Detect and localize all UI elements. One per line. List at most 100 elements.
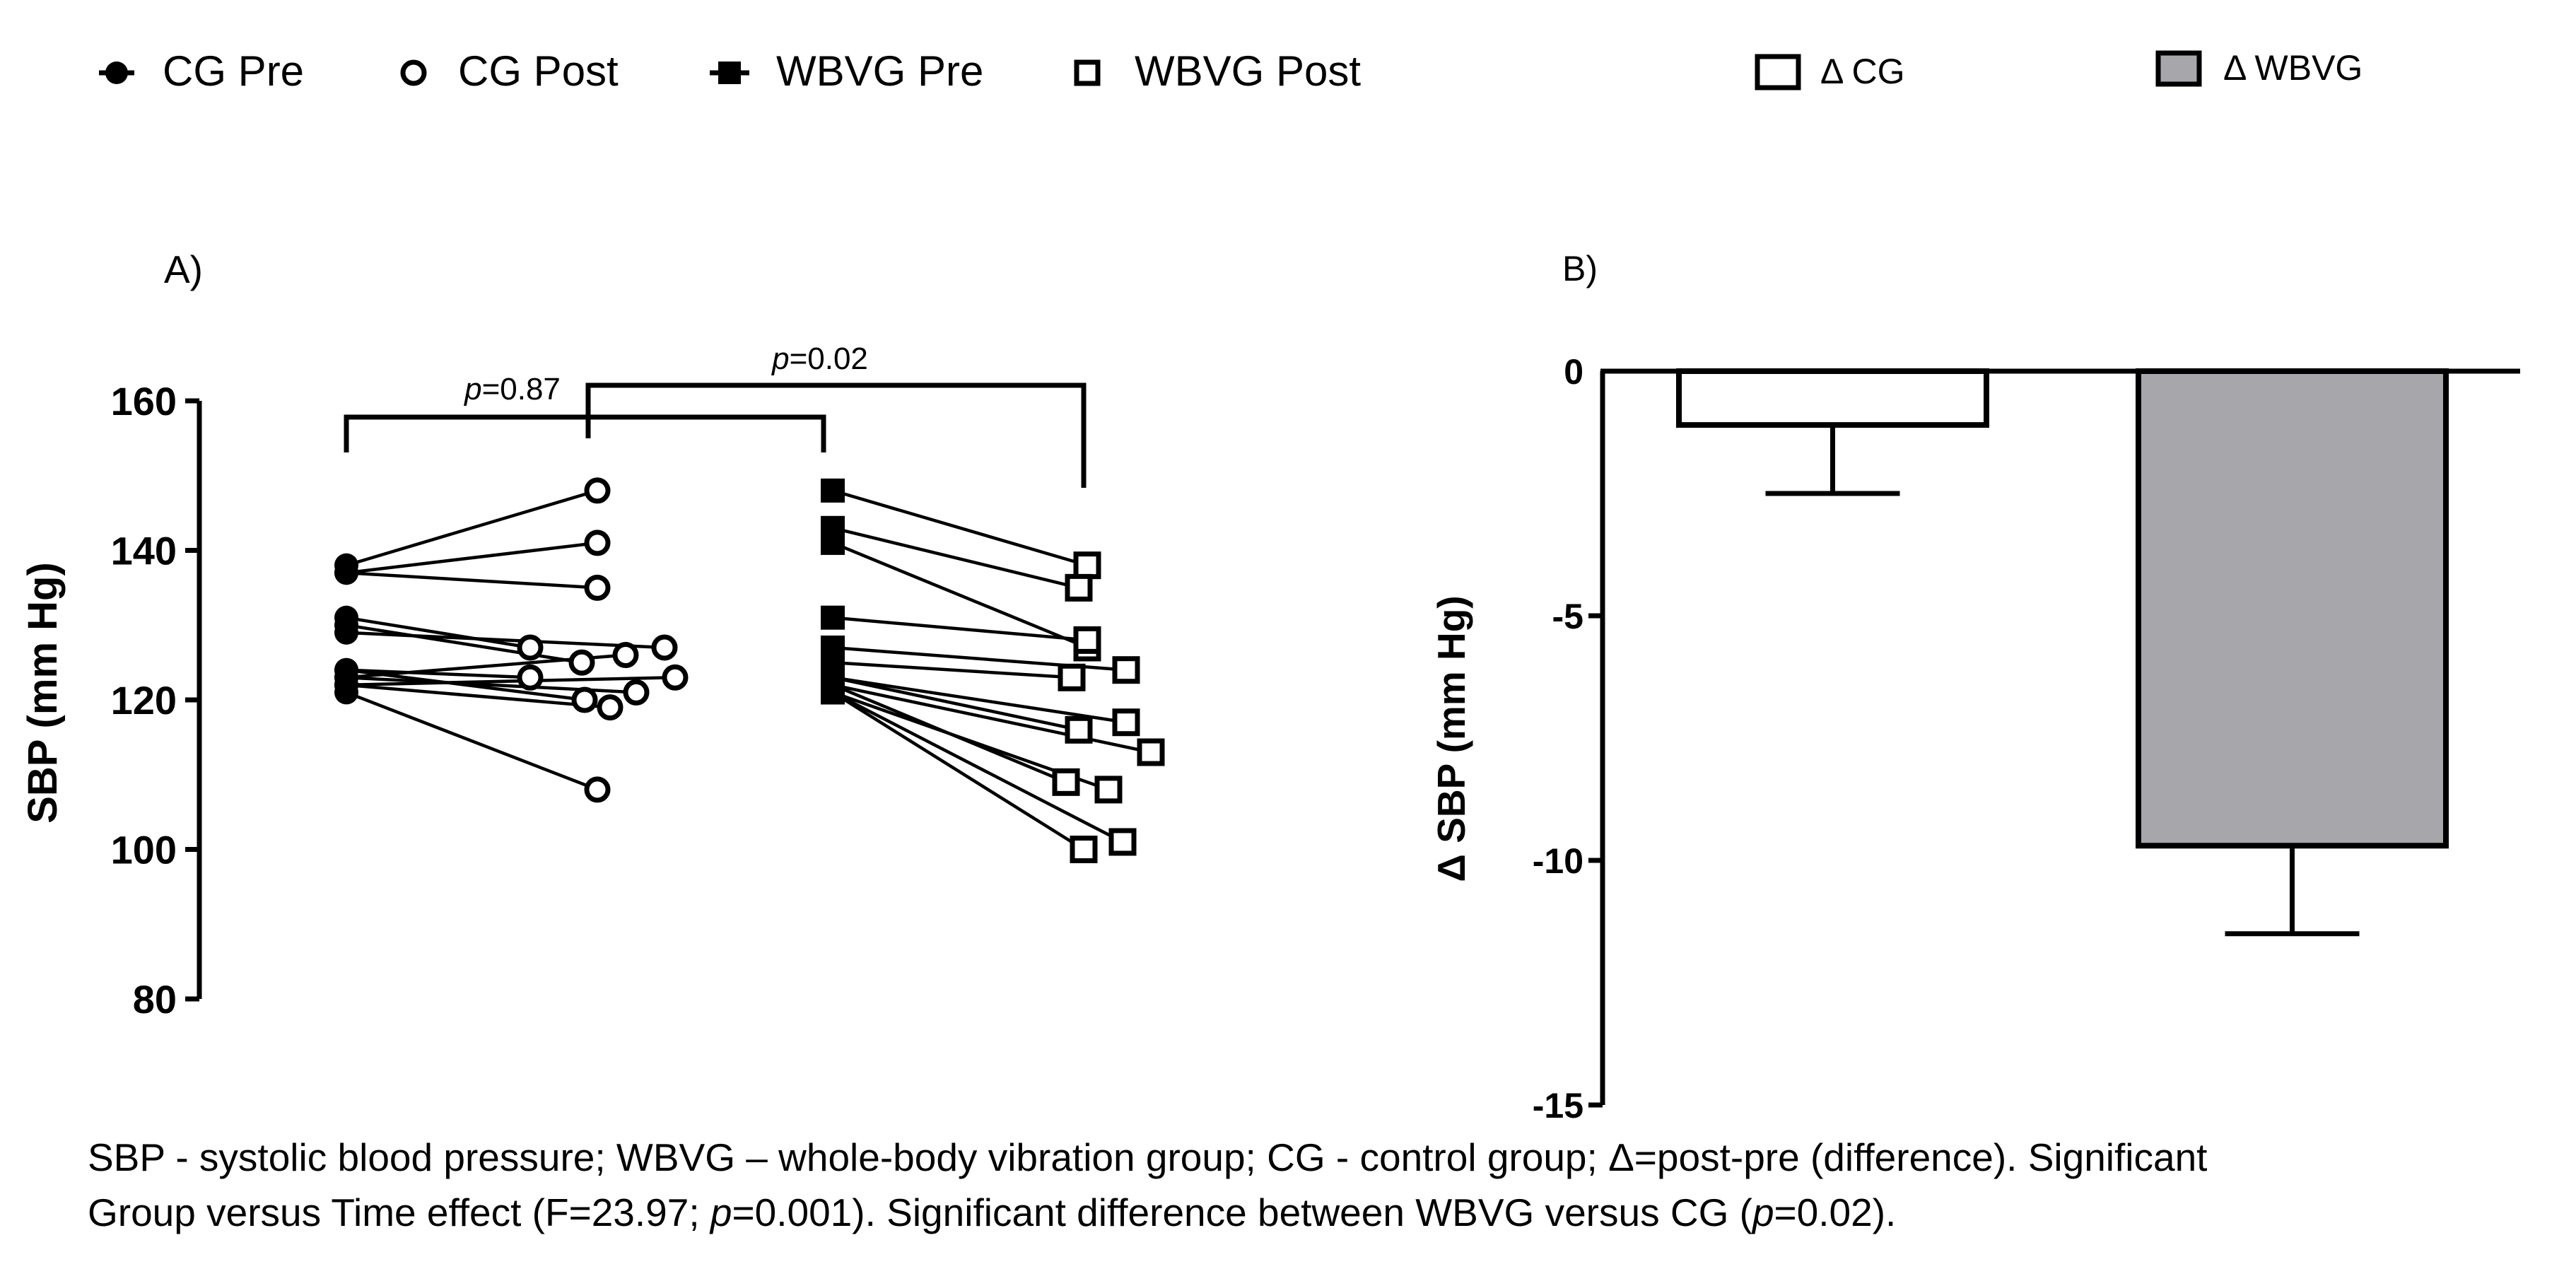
panel-b: B) Δ SBP (mm Hg) 0 -5 -10 -15 [1429, 249, 2520, 1125]
cg-post-point [662, 664, 689, 691]
legend-item-cg-pre: CG Pre [99, 47, 304, 95]
y-tick-label: 120 [111, 678, 177, 723]
bracket-pre [344, 414, 826, 452]
y-tick-label: 100 [111, 828, 177, 872]
pair-line [346, 624, 582, 665]
caption-line-1: SBP - systolic blood pressure; WBVG – wh… [88, 1135, 2208, 1179]
y-tick-label: 0 [1564, 352, 1583, 392]
y-tick-label: -5 [1552, 597, 1583, 636]
cg-post-point [584, 776, 611, 803]
pair-line [832, 489, 1088, 567]
y-tick-label: -15 [1533, 1086, 1583, 1125]
bracket-post [585, 382, 1087, 488]
pair-line [346, 616, 531, 650]
bar-delta-cg [1676, 368, 1989, 428]
filled-circle-icon [105, 62, 128, 84]
cg-post-point [584, 574, 611, 601]
wbvg-pre-point [821, 478, 845, 503]
significance-brackets: p=0.87 p=0.02 [344, 341, 1087, 488]
legend-label: WBVG Pre [776, 47, 983, 95]
y-tick-label: 80 [133, 977, 177, 1022]
cg-post-point [571, 686, 598, 713]
bracket-post-label: p=0.02 [771, 341, 868, 376]
pair-line [832, 676, 1127, 724]
wbvg-post-point [1073, 626, 1101, 654]
pair-line [831, 691, 1085, 851]
legend-item-wbvg-pre: WBVG Pre [710, 47, 983, 95]
open-square-icon [1074, 59, 1101, 86]
wbvg-post-point [1094, 776, 1123, 804]
cg-pre-point [334, 561, 358, 585]
wbvg-post-point [1108, 828, 1137, 856]
y-ticks: 0 -5 -10 -15 [1533, 352, 1603, 1125]
legend-label: WBVG Post [1135, 47, 1361, 95]
wbvg-post-point [1058, 663, 1086, 691]
legend: CG Pre CG Post WBVG Pre WBVG Post Δ CG Δ… [99, 47, 2363, 95]
pair-line [346, 691, 598, 791]
cg-post-point [597, 694, 623, 721]
wbvg-post-point [1112, 708, 1140, 737]
pair-line [346, 668, 531, 679]
wbvg-pre-point [821, 605, 845, 630]
cg-post-point [517, 664, 544, 691]
y-tick-label: 160 [111, 379, 177, 423]
panel-a-label: A) [164, 247, 203, 291]
open-box-icon [1755, 54, 1801, 90]
pair-line [832, 616, 1088, 642]
pair-line [346, 571, 598, 590]
wbvg-post-point [1137, 738, 1165, 766]
cg-post-point [612, 642, 639, 669]
wbvg-post-point [1065, 715, 1093, 744]
pair-line [346, 541, 598, 575]
bars [1676, 368, 2449, 937]
legend-item-wbvg-post: WBVG Post [1074, 47, 1361, 95]
open-circle-icon [400, 59, 427, 86]
pair-line [346, 676, 676, 687]
wbvg-post-point [1065, 573, 1093, 602]
cg-post-point [651, 634, 678, 661]
legend-label: CG Pre [163, 47, 304, 95]
bracket-pre-label: p=0.87 [463, 372, 561, 407]
legend-label: CG Post [458, 47, 619, 95]
pair-line [832, 526, 1079, 590]
pair-line [832, 541, 1088, 650]
y-tick-label: -10 [1533, 841, 1583, 881]
caption-line-2: Group versus Time effect (F=23.97; p=0.0… [88, 1191, 1897, 1234]
pair-line [346, 489, 598, 567]
pair-line [831, 691, 1124, 843]
legend-item-delta-cg: Δ CG [1755, 52, 1905, 91]
wbvg-pre-point [821, 680, 845, 705]
cg-post-point [584, 477, 611, 504]
y-tick-label: 140 [111, 529, 177, 573]
pair-line [832, 660, 1072, 679]
wbvg-pre-point [821, 530, 845, 555]
wbvg-post-point [1112, 656, 1140, 684]
pair-line [346, 683, 611, 709]
gray-box-icon [2155, 50, 2202, 87]
cg-pre-point [334, 620, 358, 645]
wbvg-post-point [1070, 836, 1098, 863]
paired-lines [346, 489, 1152, 851]
cg-post-point [623, 679, 650, 706]
data-points [334, 477, 1165, 863]
filled-square-icon [718, 62, 741, 84]
cg-post-point [517, 634, 544, 661]
wbvg-post-point [1073, 551, 1101, 580]
y-ticks: 80 100 120 140 160 [111, 379, 199, 1022]
legend-label: Δ WBVG [2223, 48, 2363, 88]
cg-post-point [584, 530, 611, 556]
caption: SBP - systolic blood pressure; WBVG – wh… [88, 1130, 2562, 1240]
pair-line [832, 676, 1079, 732]
legend-label: Δ CG [1820, 52, 1905, 91]
y-axis-label: SBP (mm Hg) [20, 562, 66, 824]
pair-line [346, 631, 665, 650]
cg-post-point [568, 649, 595, 676]
legend-item-delta-wbvg: Δ WBVG [2155, 48, 2363, 88]
wbvg-post-point [1052, 768, 1080, 796]
pair-line [832, 683, 1152, 754]
y-axis-label: Δ SBP (mm Hg) [1429, 595, 1473, 882]
bar-delta-wbvg [2136, 368, 2449, 849]
panel-b-label: B) [1562, 249, 1598, 288]
